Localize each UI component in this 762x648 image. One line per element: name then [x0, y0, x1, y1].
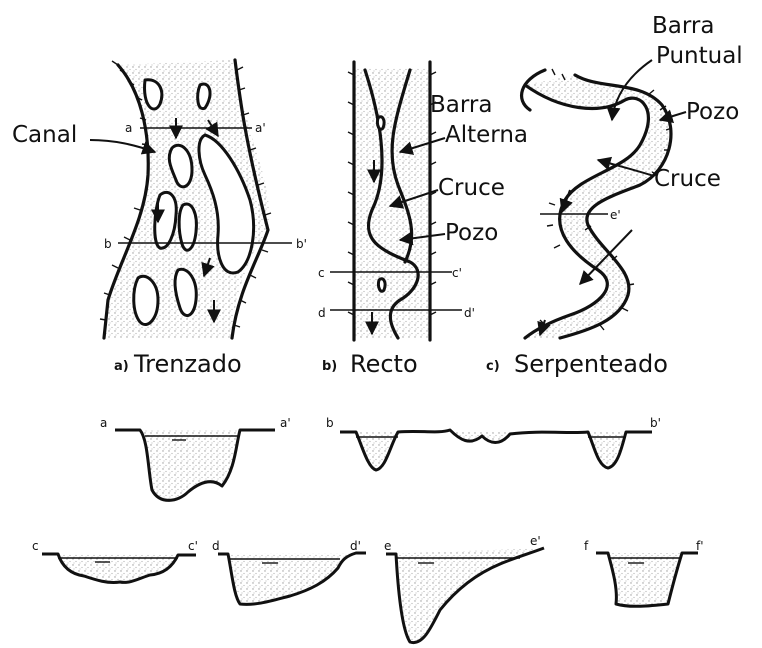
mark-c-prime-section: c' [188, 539, 198, 553]
caption-a-letter: a) [114, 359, 129, 374]
caption-b-text: Recto [350, 350, 418, 378]
cross-sections: a a' b b' c c' d d' [32, 416, 704, 643]
mark-a-prime-section: a' [280, 416, 291, 430]
label-pozo-c: Pozo [686, 99, 739, 125]
label-pozo-b: Pozo [445, 220, 498, 246]
straight-river-plan: c c' d d' Barra Alterna Cruce Pozo [318, 62, 528, 340]
section-a: a a' [100, 416, 291, 500]
alt-bar-mark-2 [378, 279, 385, 292]
mark-d-section: d [212, 539, 220, 553]
mark-d-prime-section: d' [350, 539, 361, 553]
mark-c-section: c [32, 539, 39, 553]
mark-e-prime-plan: e' [610, 208, 621, 222]
section-b: b b' [326, 416, 661, 470]
label-barra-puntual-1: Barra [652, 13, 714, 39]
meandering-river-plan: e' Barra Puntual Pozo Cruce [522, 13, 743, 338]
section-e: e e' [384, 534, 544, 643]
section-f: f f' [584, 539, 704, 606]
mark-c-prime: c' [452, 266, 462, 280]
mark-b-prime-section: b' [650, 416, 661, 430]
braided-river-plan: a a' b b' Canal [12, 60, 307, 338]
mark-d: d [318, 306, 326, 320]
caption-c-text: Serpenteado [514, 350, 668, 378]
label-cruce-b: Cruce [438, 175, 505, 201]
braided-bar-7 [134, 276, 158, 324]
mark-a-prime: a' [255, 121, 266, 135]
mark-e-section: e [384, 539, 391, 553]
caption-c-letter: c) [486, 359, 500, 374]
mark-d-prime: d' [464, 306, 475, 320]
caption-b-letter: b) [322, 359, 337, 374]
braided-bar-1 [145, 80, 162, 109]
mark-b-prime: b' [296, 237, 307, 251]
mark-b: b [104, 237, 112, 251]
label-canal: Canal [12, 122, 77, 148]
mark-f-section: f [584, 539, 589, 553]
label-barra-alterna-1: Barra [430, 92, 492, 118]
mark-a: a [125, 121, 132, 135]
mark-c: c [318, 266, 325, 280]
section-d: d d' [212, 539, 366, 604]
label-barra-puntual-2: Puntual [656, 43, 743, 69]
label-barra-alterna-2: Alterna [445, 122, 528, 148]
alt-bar-mark-1 [377, 117, 384, 130]
mark-e-prime-section: e' [530, 534, 541, 548]
section-c: c c' [32, 539, 198, 583]
caption-a-text: Trenzado [133, 350, 242, 378]
mark-a-section: a [100, 416, 107, 430]
label-cruce-c: Cruce [654, 166, 721, 192]
mark-b-section: b [326, 416, 334, 430]
mark-f-prime-section: f' [696, 539, 704, 553]
braided-bar-2 [198, 84, 210, 109]
captions: a) Trenzado b) Recto c) Serpenteado [114, 350, 668, 378]
